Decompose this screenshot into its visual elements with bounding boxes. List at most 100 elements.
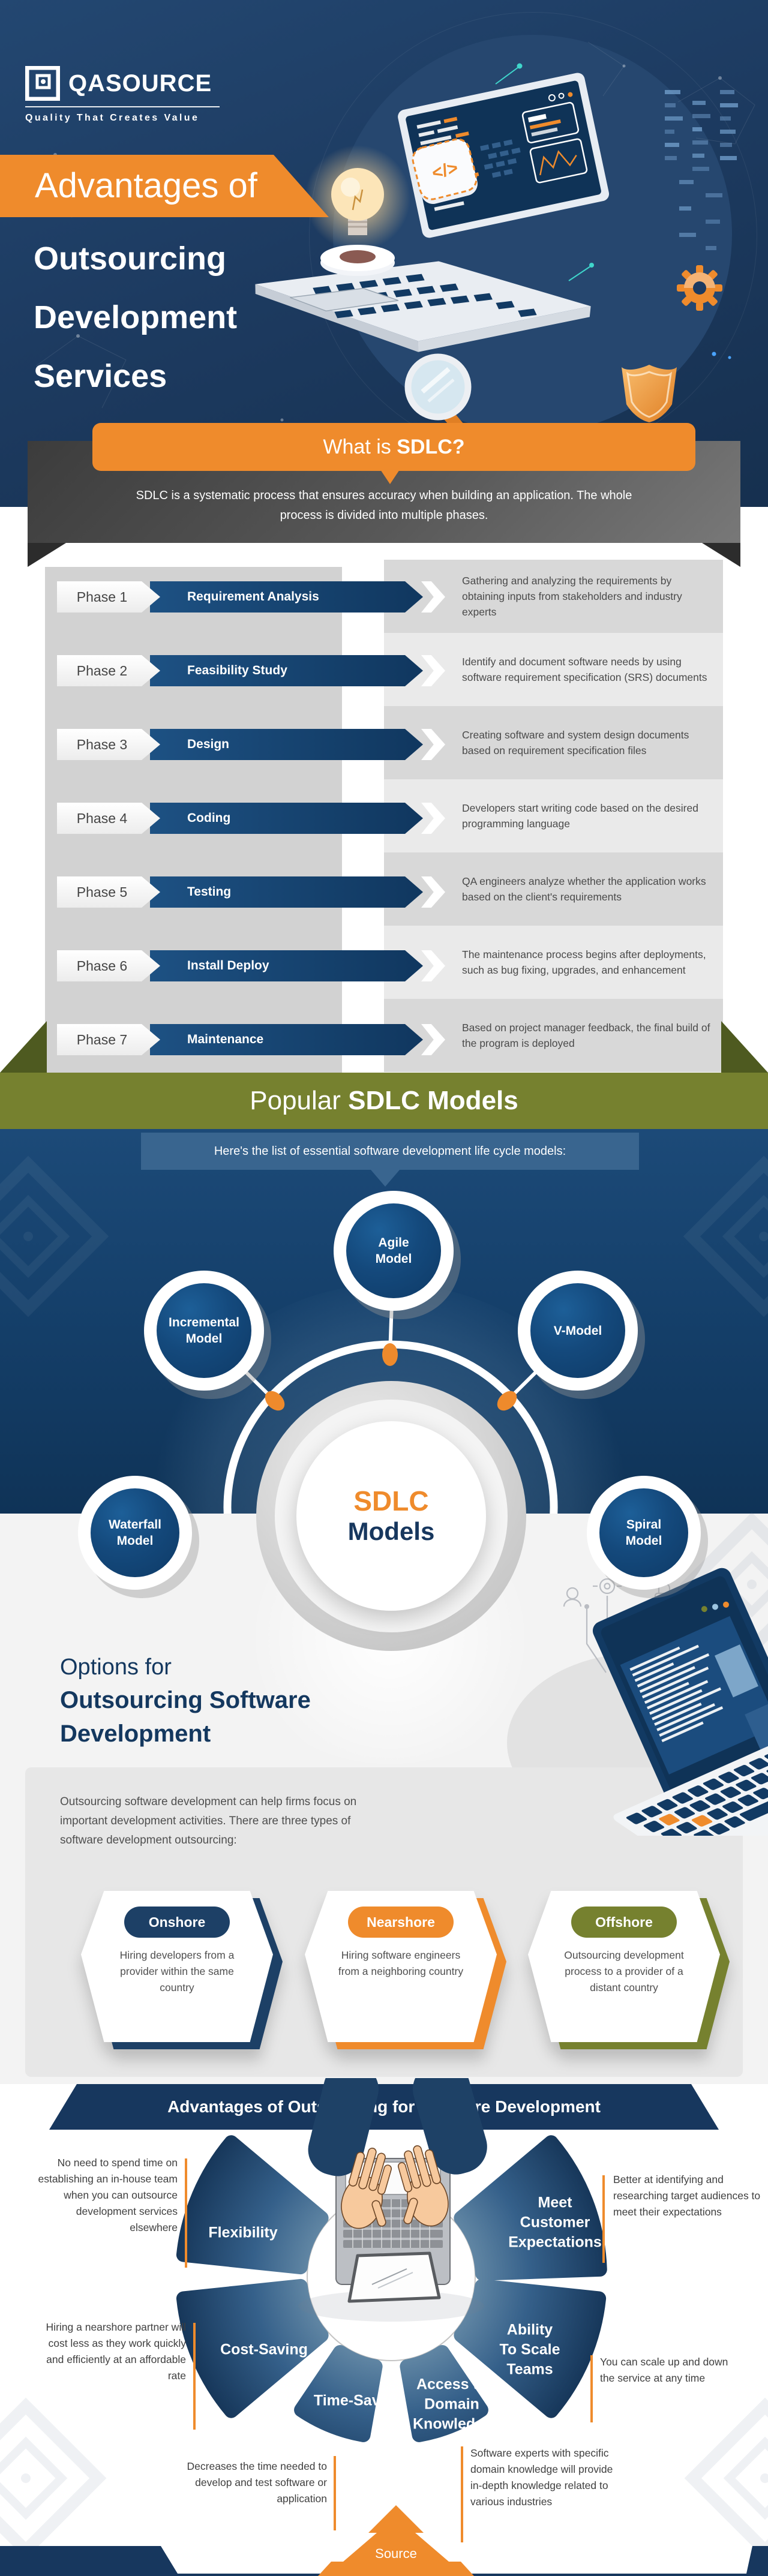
- phase-7-label-arrow: Phase 7: [57, 1024, 160, 1055]
- hero-title-line-2: Development: [34, 299, 238, 335]
- options-heading: Options for Outsourcing Software Develop…: [60, 1651, 311, 1751]
- source-link[interactable]: Source: [375, 2546, 417, 2561]
- advantage-meet-label: Meet Customer Expectations: [508, 2194, 602, 2251]
- models-subtitle: Here's the list of essential software de…: [214, 1145, 566, 1158]
- tilted-laptop: [592, 1568, 768, 1836]
- options-heading-line-1: Options for: [60, 1655, 172, 1680]
- phase-4-name-arrow: Coding: [150, 803, 423, 834]
- advantage-flexibility-label: Flexibility: [208, 2224, 278, 2241]
- advantage-domain-label: Access to Domain Knowledge: [413, 2376, 493, 2433]
- cost-description: Hiring a nearshore partner will cost les…: [46, 2321, 186, 2382]
- code-stamp-icon: </>: [412, 138, 478, 204]
- hero-section: </>: [0, 0, 768, 507]
- phase-6-label-arrow: Phase 6: [57, 950, 160, 981]
- meet-description: Better at identifying and researching ta…: [613, 2173, 761, 2218]
- ribbon-pointer: [371, 1170, 400, 1187]
- options-laptop-illustration: [563, 1568, 768, 1836]
- hero-title: Outsourcing Development Services: [34, 229, 237, 406]
- orange-bar: [334, 2456, 336, 2530]
- option-card-offshore: Offshore Outsourcing development process…: [528, 1891, 730, 2049]
- hero-banner: [0, 155, 329, 217]
- phase-6-name: Install Deploy: [187, 959, 269, 972]
- orange-bar: [461, 2446, 463, 2542]
- code-rain: [665, 90, 738, 250]
- models-subtitle-ribbon: Here's the list of essential software de…: [141, 1133, 639, 1170]
- hero-decor-illustration: </>: [16, 41, 755, 464]
- logo-rule: [25, 106, 220, 107]
- options-heading-line-2: Outsourcing Software: [60, 1687, 311, 1713]
- orange-bar: [602, 2175, 605, 2263]
- advantage-scale-label: Ability To Scale Teams: [499, 2321, 560, 2378]
- model-circle-vmodel: V-Model: [518, 1271, 638, 1391]
- source-pyramid: [318, 2505, 474, 2576]
- what-is-sdlc-title-bold: SDLC?: [397, 436, 465, 458]
- advantages-banner: Advantages of Outsourcing for Software D…: [49, 2084, 719, 2130]
- hero-banner-text: Advantages of: [35, 166, 257, 205]
- typing-hands-illustration: [298, 2078, 487, 2322]
- phase-4-label-arrow: Phase 4: [57, 803, 160, 834]
- phase-3-label-arrow: Phase 3: [57, 729, 160, 760]
- model-agile-label: Agile Model: [375, 1236, 412, 1266]
- phase-4-name: Coding: [187, 811, 231, 825]
- what-is-sdlc-title-light: What is: [323, 436, 397, 458]
- sleeves: [308, 2078, 487, 2176]
- phase-1-label-arrow: Phase 1: [57, 581, 160, 613]
- qasource-logo-icon: [25, 66, 60, 101]
- logo-tagline: Quality That Creates Value: [25, 113, 200, 123]
- phase-2-description: Identify and document software needs by …: [462, 656, 707, 683]
- phase-3-label: Phase 3: [76, 736, 128, 752]
- phase-6-label: Phase 6: [76, 957, 128, 974]
- model-circle-spiral: Spiral Model: [587, 1476, 701, 1590]
- phase-desc-row: The maintenance process begins after dep…: [384, 926, 723, 999]
- wheel-petals: [176, 2135, 607, 2442]
- phase-5-name-arrow: Testing: [150, 876, 423, 908]
- model-circle-agile: Agile Model: [334, 1191, 454, 1311]
- phase-6-description: The maintenance process begins after dep…: [462, 948, 706, 976]
- phase-7-name: Maintenance: [187, 1032, 264, 1046]
- phase-3-name-arrow: Design: [150, 729, 423, 760]
- phase-5-description: QA engineers analyze whether the applica…: [462, 875, 706, 903]
- phase-5-label: Phase 5: [76, 884, 128, 900]
- laptop-illustration: [255, 73, 610, 352]
- phase-4-label: Phase 4: [76, 810, 128, 826]
- phase-5-name: Testing: [187, 885, 232, 899]
- card-face: Onshore Hiring developers from a provide…: [81, 1891, 273, 2042]
- sdlc-center-top: SDLC: [353, 1485, 429, 1517]
- phase-1-description: Gathering and analyzing the requirements…: [462, 575, 682, 618]
- model-waterfall-label: Waterfall Model: [109, 1518, 161, 1548]
- hands: [341, 2145, 449, 2229]
- scale-description: You can scale up and down the service at…: [600, 2356, 728, 2384]
- phase-6-name-arrow: Install Deploy: [150, 950, 423, 981]
- hero-title-line-3: Services: [34, 358, 167, 394]
- phase-7-description: Based on project manager feedback, the f…: [462, 1022, 710, 1049]
- orange-bar: [590, 2355, 593, 2422]
- models-title-bold: SDLC Models: [348, 1086, 518, 1115]
- phase-3-description: Creating software and system design docu…: [462, 729, 689, 756]
- phase-2-name: Feasibility Study: [187, 663, 287, 677]
- model-circle-waterfall: Waterfall Model: [78, 1476, 192, 1590]
- lightbulb-icon: [305, 145, 410, 276]
- nearshore-description: Hiring software engineers from a neighbo…: [338, 1949, 464, 1977]
- logo-text: QASOURCE: [68, 70, 212, 97]
- domain-description: Software experts with specific domain kn…: [470, 2447, 613, 2508]
- time-description: Decreases the time needed to develop and…: [187, 2460, 327, 2505]
- phase-1-name-arrow: Requirement Analysis: [150, 581, 423, 613]
- shield-icon: [622, 365, 677, 422]
- phase-1-name: Requirement Analysis: [187, 590, 319, 604]
- sdlc-center-bottom: Models: [347, 1517, 435, 1545]
- advantage-time-label: Time-Saving: [313, 2392, 403, 2409]
- banner-pointer: [380, 470, 400, 484]
- option-card-onshore: Onshore Hiring developers from a provide…: [81, 1891, 283, 2049]
- what-is-sdlc-banner: What is SDLC?: [92, 423, 695, 471]
- phase-desc-row: Based on project manager feedback, the f…: [384, 999, 723, 1072]
- options-heading-line-3: Development: [60, 1721, 211, 1747]
- model-vmodel-label: V-Model: [553, 1323, 602, 1338]
- orange-bar: [185, 2158, 187, 2268]
- phase-3-name: Design: [187, 737, 230, 751]
- qasource-logo: QASOURCE Quality That Creates Value: [25, 66, 220, 124]
- flexibility-description: No need to spend time on establishing an…: [38, 2157, 178, 2233]
- hero-title-line-1: Outsourcing: [34, 241, 226, 277]
- gear-icon: [677, 265, 722, 311]
- sdlc-center-circle: SDLC Models: [296, 1421, 486, 1611]
